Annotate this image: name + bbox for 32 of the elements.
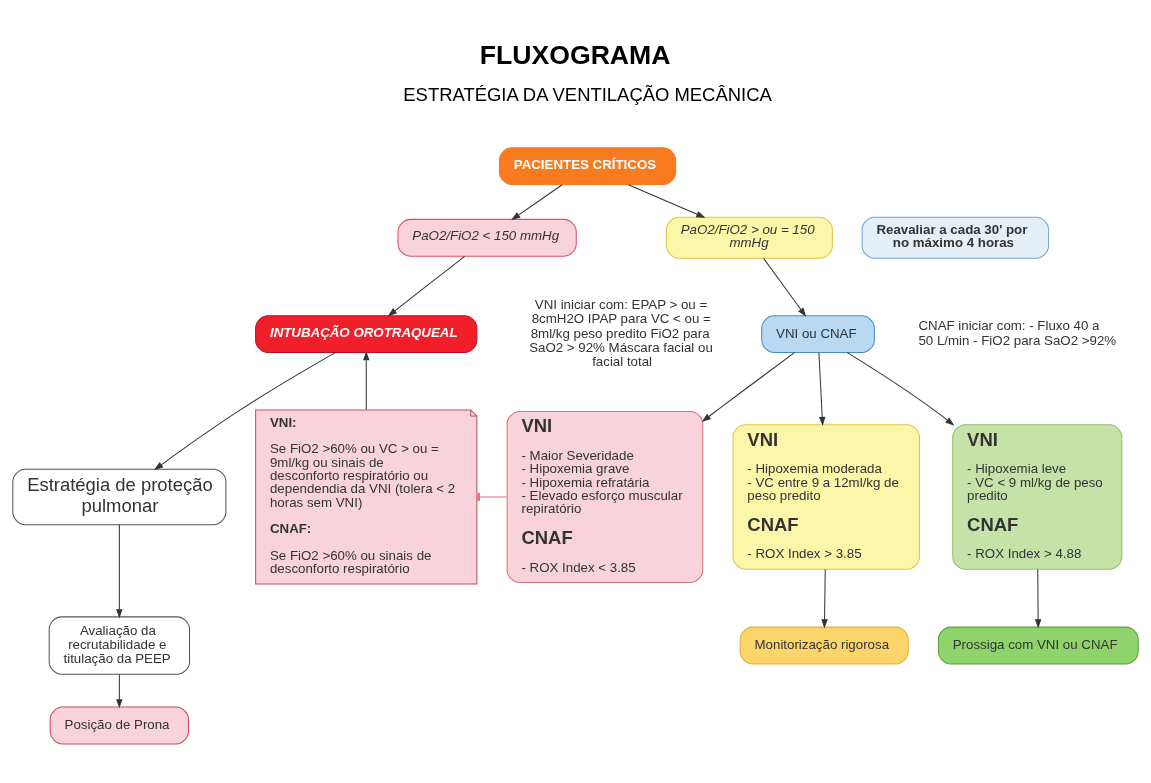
arrow <box>363 350 370 410</box>
connector <box>476 492 508 501</box>
node-box: Prossiga com VNI ou CNAF <box>937 626 1139 664</box>
node-box: Posição de Prona <box>49 706 189 744</box>
node-box: PaO2/FiO2 < 150 mmHg <box>397 218 577 257</box>
node-box: Reavaliar a cada 30' por no máximo 4 horas <box>861 216 1050 259</box>
node-box: VNI - Maior Severidade - Hipoxemia grave - Hipoxemia refratária - Elevado esforço muscular repiratório CNAF - ROX Index < 3.85 <box>506 410 704 583</box>
node-box: VNI - Hipoxemia leve - VC < 9 ml/kg de peso predito CNAF - ROX Index > 4.88 <box>952 423 1123 570</box>
node-box: Monitorização rigorosa <box>739 626 909 664</box>
node-box: PACIENTES CRÍTICOS <box>498 146 677 185</box>
arrow <box>627 183 706 218</box>
node-box: PaO2/FiO2 > ou = 150 mmHg <box>665 216 833 259</box>
diagram-title: FLUXOGRAMA <box>479 39 671 70</box>
arrow <box>821 568 828 628</box>
arrow <box>511 183 563 220</box>
arrow <box>846 351 955 426</box>
node-box: Estratégia de proteção pulmonar <box>12 468 227 525</box>
arrow <box>116 523 123 618</box>
arrow <box>763 257 807 317</box>
arrow <box>818 351 826 426</box>
arrow <box>116 673 123 708</box>
arrow <box>1034 568 1042 628</box>
arrow <box>387 255 466 316</box>
node-box: INTUBAÇÃO OROTRAQUEAL <box>255 314 478 353</box>
node-box: VNI ou CNAF <box>761 314 875 353</box>
node-label: CNAF iniciar com: - Fluxo 40 a 50 L/min - FiO2 para SaO2 >92% <box>918 317 1117 348</box>
arrow <box>701 351 795 422</box>
label: ESTRATÉGIA DA VENTILAÇÃO MECÂNICA <box>403 83 772 105</box>
node-box: VNI - Hipoxemia moderada - VC entre 9 a 12ml/kg de peso predito CNAF - ROX Index > 3.85 <box>732 423 920 570</box>
node-label: VNI iniciar com: EPAP > ou = 8cmH2O IPAP para VC < ou = 8ml/kg peso predito FiO2 para SaO2 > 92% Máscara facial ou facial total <box>529 296 713 369</box>
node-box: Avaliação da recrutabilidade e titulação da PEEP <box>48 615 191 675</box>
arrow <box>154 351 336 470</box>
